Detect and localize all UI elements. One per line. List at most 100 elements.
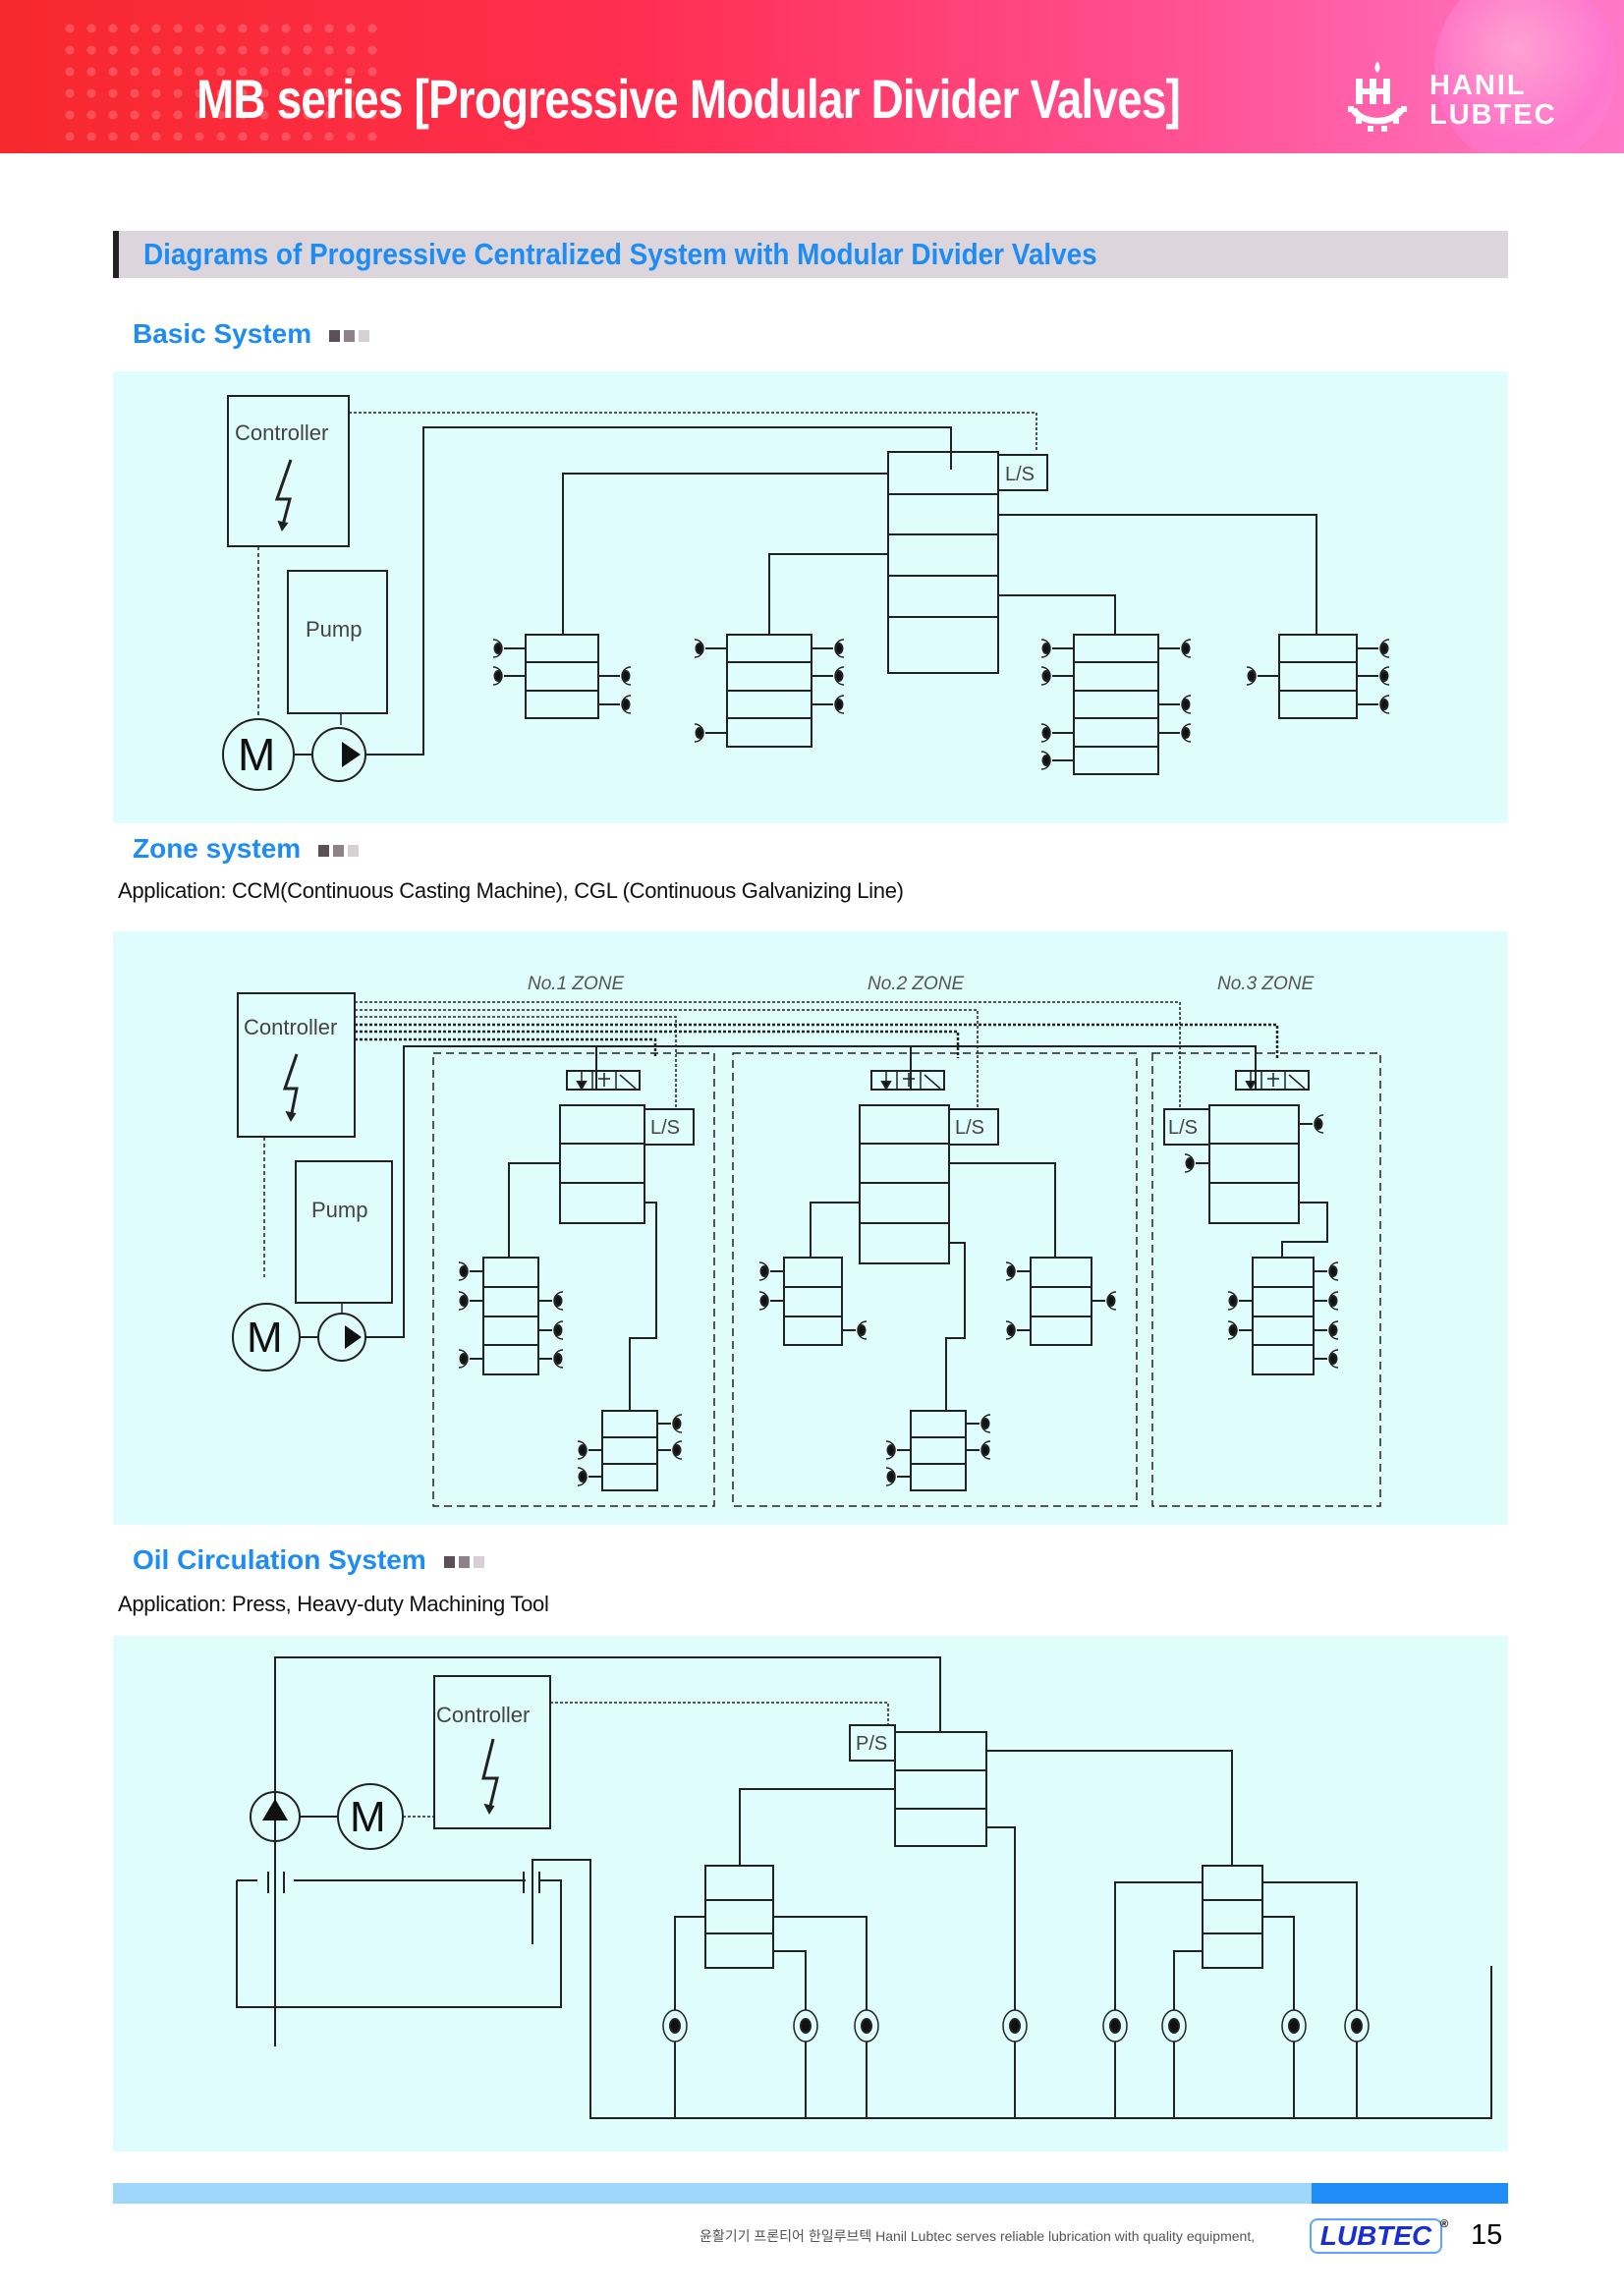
lube-point-icon xyxy=(812,695,845,714)
page-title: MB series [Progressive Modular Divider V… xyxy=(196,68,1181,130)
controller-label: Controller xyxy=(244,1015,337,1039)
lube-point-icon xyxy=(598,695,632,714)
page-number: 15 xyxy=(1471,2219,1503,2251)
controller-box xyxy=(237,992,356,1138)
lube-point-icon xyxy=(577,1467,602,1486)
pump-box xyxy=(295,1160,393,1304)
zone-2-master-valve xyxy=(859,1104,950,1264)
lube-points xyxy=(492,639,1390,770)
pump-label: Pump xyxy=(311,1198,367,1222)
heading-square-dark xyxy=(443,1555,455,1568)
zone-1-box xyxy=(432,1052,715,1507)
heading-square-dark xyxy=(317,844,329,857)
lube-point-icon xyxy=(1357,695,1390,714)
zone-1-master-valve xyxy=(559,1104,645,1224)
lube-point-icon xyxy=(1314,1320,1339,1340)
solenoid-valve-icon xyxy=(1235,1070,1310,1092)
zone-2-valve-c xyxy=(910,1410,967,1491)
oil-system-heading: Oil Circulation System xyxy=(133,1544,484,1576)
controller-box xyxy=(433,1675,551,1829)
lube-point-icon xyxy=(662,2009,688,2043)
lube-point-icon xyxy=(1227,1291,1253,1311)
main-supply-line xyxy=(365,1045,1257,1338)
lightning-icon xyxy=(282,1053,299,1119)
lube-point-icon xyxy=(1040,723,1074,743)
zone-system-title: Zone system xyxy=(133,833,302,864)
lube-point-icon xyxy=(812,666,845,686)
lube-point-icon xyxy=(1344,2009,1370,2043)
oil-system-title: Oil Circulation System xyxy=(133,1544,426,1575)
lube-point-icon xyxy=(1314,1349,1339,1369)
oil-tank xyxy=(236,1872,562,2008)
lube-point-icon xyxy=(694,639,727,658)
oil-application-text: Application: Press, Heavy-duty Machining… xyxy=(118,1592,549,1616)
lube-point-icon xyxy=(842,1320,868,1340)
signal-lines xyxy=(355,1001,1279,1090)
lube-point-icon xyxy=(1040,666,1074,686)
limit-switch-box xyxy=(997,454,1048,491)
lube-point-icon xyxy=(458,1261,483,1281)
lube-point-icon xyxy=(1299,1114,1324,1134)
lube-point-icon xyxy=(1158,723,1192,743)
lube-point-icon xyxy=(758,1291,784,1311)
lube-points xyxy=(662,2009,1370,2043)
divider-valve-1 xyxy=(525,634,599,719)
divider-valve-3 xyxy=(1073,634,1159,775)
zone-1-valve-a xyxy=(482,1257,539,1375)
lube-point-icon xyxy=(538,1349,564,1369)
lube-point-icon xyxy=(885,1467,911,1486)
lube-point-icon xyxy=(1357,639,1390,658)
registered-mark: ® xyxy=(1440,2218,1449,2230)
lube-point-icon xyxy=(1002,2009,1028,2043)
logo-text: HANIL LUBTEC xyxy=(1429,71,1557,130)
heading-square-mid xyxy=(458,1555,470,1568)
section-title: Diagrams of Progressive Centralized Syst… xyxy=(143,237,1097,271)
lube-point-icon xyxy=(657,1440,683,1460)
controller-box xyxy=(227,395,350,547)
divider-valve-4 xyxy=(1278,634,1358,719)
heading-square-light xyxy=(358,329,369,342)
solenoid-valve-icon xyxy=(870,1070,945,1092)
lube-points xyxy=(458,1114,1339,1486)
lube-point-icon xyxy=(812,639,845,658)
lube-point-icon xyxy=(1184,1153,1209,1173)
lightning-icon xyxy=(481,1738,499,1812)
gear-logo-icon xyxy=(1348,61,1407,132)
heading-square-light xyxy=(473,1555,484,1568)
master-divider-valve xyxy=(894,1731,987,1847)
lube-point-icon xyxy=(854,2009,879,2043)
motor-label: M xyxy=(247,1314,283,1362)
lubtec-logo: LUBTEC xyxy=(1310,2218,1442,2254)
basic-system-diagram: Controller Pump M L/S xyxy=(113,371,1508,823)
oil-circulation-diagram: M Controller P/S xyxy=(113,1636,1508,2152)
heading-square-mid xyxy=(343,329,355,342)
zone-3-box xyxy=(1151,1052,1381,1507)
lube-point-icon xyxy=(1314,1291,1339,1311)
zone-3-valve-a xyxy=(1252,1257,1315,1375)
lube-point-icon xyxy=(458,1291,483,1311)
limit-switch-label: L/S xyxy=(955,1117,984,1139)
zone-1-valve-b xyxy=(601,1410,658,1491)
main-supply-line xyxy=(365,426,952,756)
divider-valve-right xyxy=(1202,1865,1263,1969)
zone-2-valve-b xyxy=(1030,1257,1092,1346)
header-bubble-graphic xyxy=(1434,0,1616,153)
lube-point-icon xyxy=(1158,695,1192,714)
motor-label: M xyxy=(238,729,275,780)
basic-system-title: Basic System xyxy=(133,318,312,349)
solenoid-valves xyxy=(566,1070,1310,1092)
lube-point-icon xyxy=(577,1440,602,1460)
footer-bar-accent xyxy=(1312,2183,1508,2204)
lube-point-icon xyxy=(657,1414,683,1433)
lube-point-icon xyxy=(966,1440,991,1460)
lube-point-icon xyxy=(538,1320,564,1340)
limit-switch-box xyxy=(644,1108,695,1146)
lube-point-icon xyxy=(1092,1291,1117,1311)
lube-point-icon xyxy=(1040,639,1074,658)
controller-label: Controller xyxy=(436,1703,530,1727)
divider-valve-left xyxy=(704,1865,774,1969)
hanil-lubtec-logo: HANIL LUBTEC xyxy=(1346,57,1601,136)
lube-point-icon xyxy=(758,1261,784,1281)
lube-point-icon xyxy=(1102,2009,1128,2043)
lube-point-icon xyxy=(1281,2009,1307,2043)
